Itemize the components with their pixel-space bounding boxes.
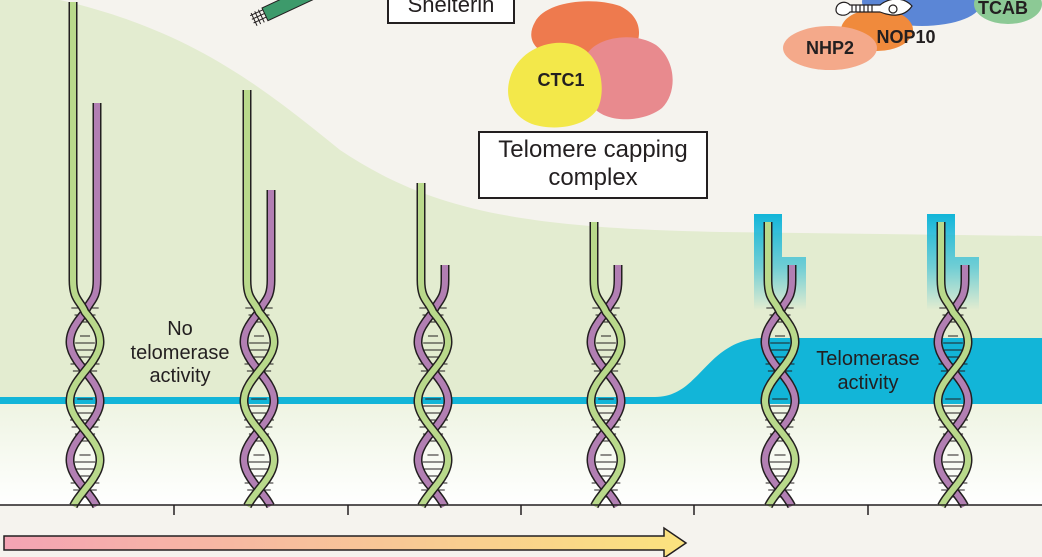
- purple-strand: [241, 190, 277, 508]
- lower-region: [0, 402, 1042, 505]
- green-strand: [935, 222, 971, 508]
- ctc1-protein: [508, 42, 602, 128]
- purple-strand: [67, 103, 103, 508]
- telomerase-activity-label: Telomerase activity: [816, 348, 920, 394]
- green-strand: [241, 90, 277, 508]
- purple-strand: [415, 265, 451, 508]
- capping-protein-red: [581, 37, 673, 120]
- dna-strands: [65, 2, 979, 509]
- green-strand: [762, 222, 798, 508]
- nop10-label: NOP10: [876, 27, 936, 47]
- green-strand: [588, 222, 624, 508]
- green-strand: [415, 183, 451, 508]
- shelterin-protein-icon: [249, 0, 323, 26]
- purple-strand: [762, 265, 798, 508]
- ctc1-label: CTC1: [537, 70, 585, 90]
- tcab-label: TCAB: [978, 0, 1028, 18]
- green-strand: [67, 2, 103, 508]
- no-telomerase-activity-label: No telomerase activity: [130, 318, 230, 388]
- axis-ticks: [173, 505, 869, 515]
- capping-complex-label: Telomere capping complex: [478, 131, 708, 199]
- shelterin-label: Shelterin: [387, 0, 515, 24]
- purple-strand: [588, 265, 624, 508]
- telomerase-activity-band: [0, 338, 1042, 404]
- telomerase-rna-hairpin-icon: [835, 0, 913, 16]
- progression-arrow: [3, 526, 688, 557]
- purple-strand: [935, 265, 971, 508]
- nhp2-protein: [783, 26, 877, 70]
- nhp2-label: NHP2: [805, 38, 854, 58]
- tcab-protein: [974, 0, 1042, 24]
